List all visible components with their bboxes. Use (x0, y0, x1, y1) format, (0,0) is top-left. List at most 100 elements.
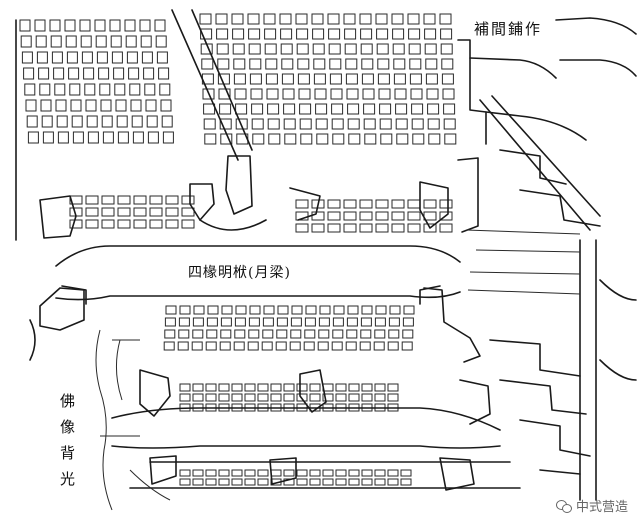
coffer-cell (20, 35, 32, 48)
coffer-cell (298, 88, 311, 100)
coffer-cell (156, 51, 168, 64)
coffer-cell (192, 317, 204, 327)
coffer-cell (149, 219, 163, 229)
coffer-cell (411, 118, 424, 130)
coffer-cell (234, 329, 246, 339)
coffer-cell (359, 13, 372, 25)
coffer-cell (178, 317, 190, 327)
coffer-cell (85, 219, 99, 229)
coffer-cell (149, 207, 163, 217)
coffer-cell (87, 131, 99, 144)
coffer-cell (217, 58, 230, 70)
coffer-cell (299, 103, 312, 115)
coffer-cell (84, 83, 96, 96)
coffer-cell (423, 223, 437, 233)
coffer-cell (331, 118, 344, 130)
coffer-cell (179, 478, 191, 486)
coffer-cell (232, 43, 245, 55)
coffer-cell (101, 219, 115, 229)
coffer-cell (377, 73, 390, 85)
coffer-cell (410, 88, 423, 100)
coffer-cell (250, 88, 263, 100)
coffer-cell (441, 73, 454, 85)
coffer-cell (283, 383, 295, 392)
coffer-cell (191, 341, 203, 351)
coffer-cell (221, 305, 233, 315)
coffer-cell (65, 35, 77, 48)
coffer-cell (344, 43, 357, 55)
coffer-cell (393, 58, 406, 70)
coffer-cell (440, 43, 453, 55)
coffer-cell (264, 43, 277, 55)
coffer-cell (85, 195, 99, 205)
coffer-cell (425, 73, 438, 85)
coffer-cell (345, 341, 357, 351)
coffer-cell (68, 67, 80, 80)
coffer-cell (400, 469, 412, 477)
coffer-cell (158, 67, 170, 80)
coffer-cell (335, 469, 347, 477)
coffer-cell (359, 199, 373, 209)
coffer-cell (280, 28, 293, 40)
coffer-cell (374, 383, 386, 392)
right-eave-brackets (457, 17, 637, 501)
coffer-cell (101, 195, 115, 205)
coffer-cell (55, 99, 67, 112)
coffer-cell (66, 51, 78, 64)
coffer-cell (163, 341, 175, 351)
coffer-cell (249, 58, 262, 70)
coffer-cell (181, 207, 195, 217)
coffer-cell (300, 133, 313, 145)
coffer-cell (19, 19, 31, 32)
coffer-cell (309, 383, 321, 392)
coffer-cell (101, 115, 113, 128)
coffer-cell (207, 305, 219, 315)
coffer-cell (360, 329, 372, 339)
coffer-cell (346, 317, 358, 327)
coffer-cell (439, 13, 452, 25)
coffer-cell (165, 207, 179, 217)
coffer-cell (427, 118, 440, 130)
coffer-cell (424, 43, 437, 55)
coffer-cell (427, 103, 440, 115)
coffer-cell (375, 211, 389, 221)
bracket-sets-lower (149, 455, 475, 491)
coffer-cell (165, 195, 179, 205)
halo-label: 佛像背光 (60, 392, 76, 488)
coffer-cell (265, 73, 278, 85)
coffer-cell (295, 199, 309, 209)
coffer-cell (233, 341, 245, 351)
coffer-cell (348, 133, 361, 145)
coffer-cell (331, 341, 343, 351)
coffer-cell (265, 58, 278, 70)
coffer-cell (343, 211, 357, 221)
coffer-cell (71, 115, 83, 128)
coffer-cell (331, 103, 344, 115)
coffer-cell (81, 51, 93, 64)
coffer-cell (297, 58, 310, 70)
coffer-cell (375, 305, 387, 315)
coffer-cell (101, 207, 115, 217)
halo-sketch (95, 329, 171, 511)
coffer-cell (23, 67, 35, 80)
coffer-cell (424, 28, 437, 40)
coffer-cell (133, 219, 147, 229)
coffer-cell (201, 58, 214, 70)
coffer-cell (130, 99, 142, 112)
coffer-cell (389, 305, 401, 315)
coffer-cell (261, 341, 273, 351)
coffer-cell (216, 43, 229, 55)
coffer-cell (57, 131, 69, 144)
coffer-cell (34, 19, 46, 32)
coffer-cell (315, 118, 328, 130)
coffer-cell (27, 131, 39, 144)
coffer-cell (231, 469, 243, 477)
coffer-cell (220, 317, 232, 327)
coffer-cell (314, 88, 327, 100)
coffer-cell (49, 19, 61, 32)
coffer-cell (215, 13, 228, 25)
coffer-cell (257, 393, 269, 402)
coffer-cell (409, 58, 422, 70)
coffer-cell (311, 13, 324, 25)
lower-ceiling-grid (179, 383, 412, 486)
